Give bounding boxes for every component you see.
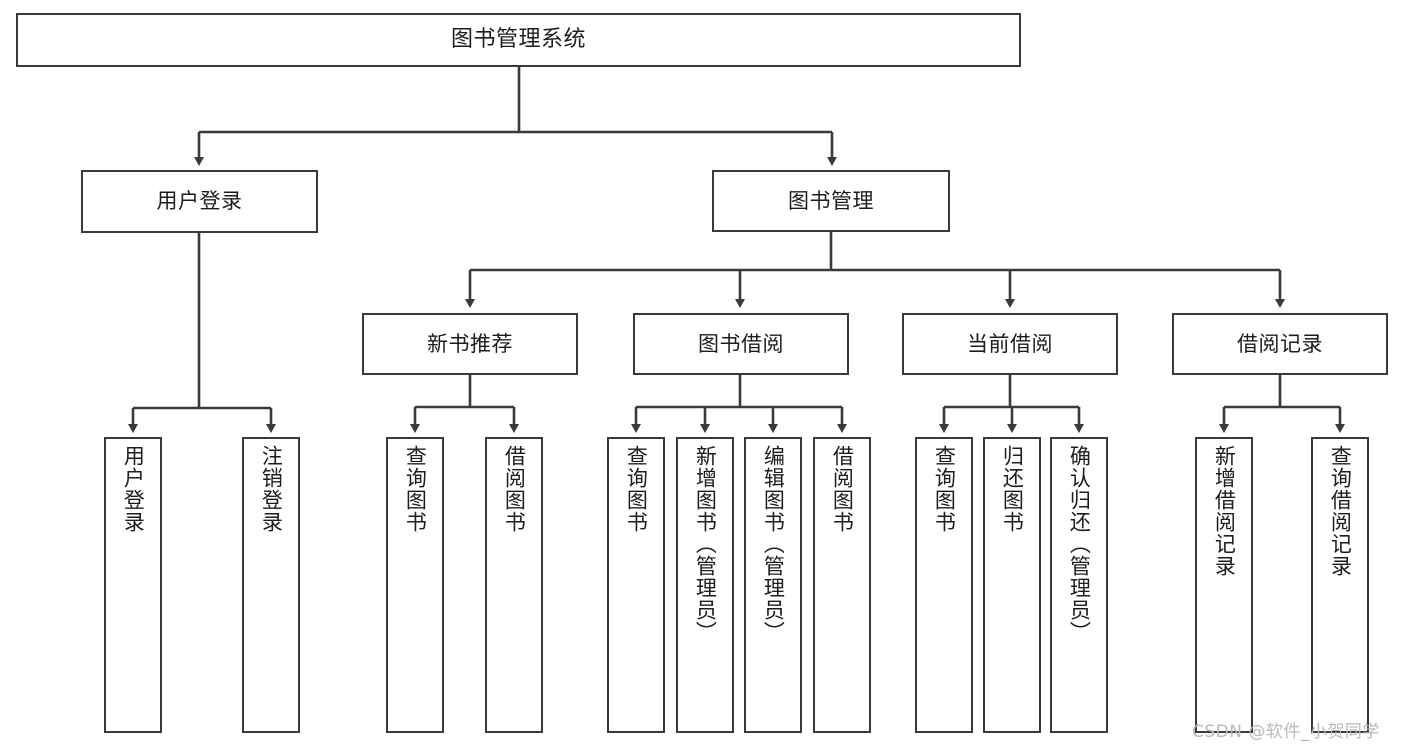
node-label: 归还图书 <box>1000 445 1025 533</box>
node-label: 借阅图书 <box>830 445 855 533</box>
node-label: 新增图书（管理员） <box>693 445 718 643</box>
node-label: 查询借阅记录 <box>1328 445 1353 577</box>
leaf-add-book-admin[interactable]: 新增图书（管理员） <box>676 437 734 733</box>
leaf-query-book-borrow[interactable]: 查询图书 <box>607 437 665 733</box>
node-label: 当前借阅 <box>967 331 1053 356</box>
leaf-confirm-return-admin[interactable]: 确认归还（管理员） <box>1050 437 1108 733</box>
leaf-query-book-recommend[interactable]: 查询图书 <box>386 437 444 733</box>
node-root-system[interactable]: 图书管理系统 <box>16 13 1021 67</box>
node-label: 确认归还（管理员） <box>1067 445 1092 643</box>
node-current-borrow[interactable]: 当前借阅 <box>902 313 1118 375</box>
leaf-query-book-current[interactable]: 查询图书 <box>915 437 973 733</box>
node-label: 编辑图书（管理员） <box>761 445 786 643</box>
leaf-borrow-book-recommend[interactable]: 借阅图书 <box>485 437 543 733</box>
node-label: 查询图书 <box>932 445 957 533</box>
leaf-query-borrow-record[interactable]: 查询借阅记录 <box>1311 437 1369 733</box>
leaf-return-book[interactable]: 归还图书 <box>983 437 1041 733</box>
node-label: 图书管理 <box>788 188 874 213</box>
leaf-logout[interactable]: 注销登录 <box>242 437 300 733</box>
node-label: 图书管理系统 <box>450 27 586 52</box>
node-label: 查询图书 <box>624 445 649 533</box>
node-label: 用户登录 <box>121 445 146 533</box>
leaf-add-borrow-record[interactable]: 新增借阅记录 <box>1195 437 1253 733</box>
node-label: 新书推荐 <box>427 331 513 356</box>
leaf-user-login[interactable]: 用户登录 <box>104 437 162 733</box>
leaf-edit-book-admin[interactable]: 编辑图书（管理员） <box>744 437 802 733</box>
node-label: 查询图书 <box>403 445 428 533</box>
csdn-watermark: CSDN @软件_小贺同学 <box>1192 722 1380 742</box>
node-book-management[interactable]: 图书管理 <box>712 170 950 232</box>
node-label: 注销登录 <box>259 445 284 533</box>
node-label: 借阅图书 <box>502 445 527 533</box>
node-label: 图书借阅 <box>698 331 784 356</box>
leaf-borrow-book[interactable]: 借阅图书 <box>813 437 871 733</box>
node-user-login[interactable]: 用户登录 <box>81 170 318 233</box>
node-label: 借阅记录 <box>1237 331 1323 356</box>
node-borrow-record[interactable]: 借阅记录 <box>1172 313 1388 375</box>
node-label: 用户登录 <box>156 189 243 213</box>
node-book-borrow[interactable]: 图书借阅 <box>633 313 849 375</box>
node-new-book-recommend[interactable]: 新书推荐 <box>362 313 578 375</box>
node-label: 新增借阅记录 <box>1212 445 1237 577</box>
